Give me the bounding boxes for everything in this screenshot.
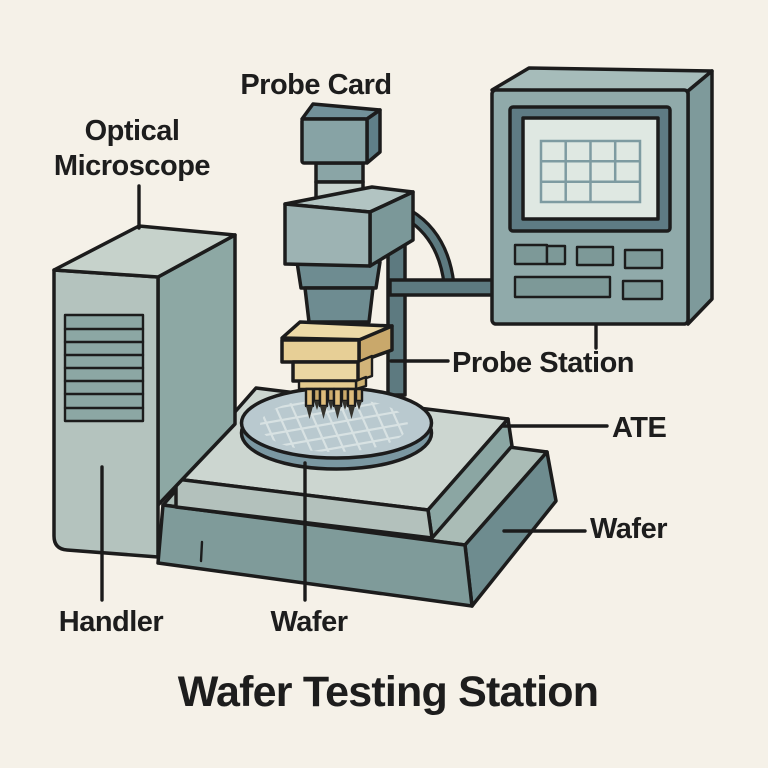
probe-card-front-face <box>280 338 361 364</box>
microscope-body-box <box>283 185 415 268</box>
label-wafer-right: Wafer <box>590 513 667 545</box>
leader-lines <box>100 184 609 602</box>
monitor-button <box>513 243 549 266</box>
probe-card-assembly <box>280 320 394 419</box>
cabinet-top-face <box>52 224 237 279</box>
support-column <box>386 236 407 397</box>
label-ate: ATE <box>612 412 667 444</box>
body-front-face <box>283 202 372 268</box>
microscope-column-lower <box>303 286 375 324</box>
probe-card-layer2 <box>291 360 360 383</box>
label-probe-card: Probe Card <box>240 69 391 101</box>
monitor-button <box>575 245 615 267</box>
camera-right-face <box>365 108 382 165</box>
monitor-right-face <box>686 69 714 326</box>
stage-base-seam <box>199 540 204 563</box>
monitor-buttons <box>513 243 664 301</box>
screen-wafer-map-grid <box>539 139 642 204</box>
ate-monitor <box>490 66 714 326</box>
label-probe-station: Probe Station <box>452 347 634 379</box>
label-optical-microscope-line1: Optical <box>85 115 180 147</box>
monitor-button <box>623 248 664 270</box>
optical-microscope-assembly <box>283 102 415 324</box>
monitor-button <box>545 244 567 266</box>
monitor-button-wide <box>513 275 612 299</box>
signal-cable <box>388 209 497 297</box>
label-handler: Handler <box>59 606 164 638</box>
cable-bar <box>388 278 497 297</box>
camera-box <box>300 102 382 165</box>
vent-slats <box>63 327 145 410</box>
handler-cabinet <box>52 224 237 559</box>
labels: Probe Card Optical Microscope Probe Stat… <box>54 69 668 716</box>
cabinet-vent-grille <box>63 313 145 423</box>
monitor-top-face <box>490 66 714 93</box>
cable-curve <box>407 212 453 285</box>
label-wafer-bottom: Wafer <box>271 606 348 638</box>
probe-needles-front-row <box>304 387 357 419</box>
label-optical-microscope-line2: Microscope <box>54 150 211 182</box>
diagram-title: Wafer Testing Station <box>178 668 598 716</box>
camera-front-face <box>300 117 369 165</box>
monitor-button <box>621 279 664 301</box>
